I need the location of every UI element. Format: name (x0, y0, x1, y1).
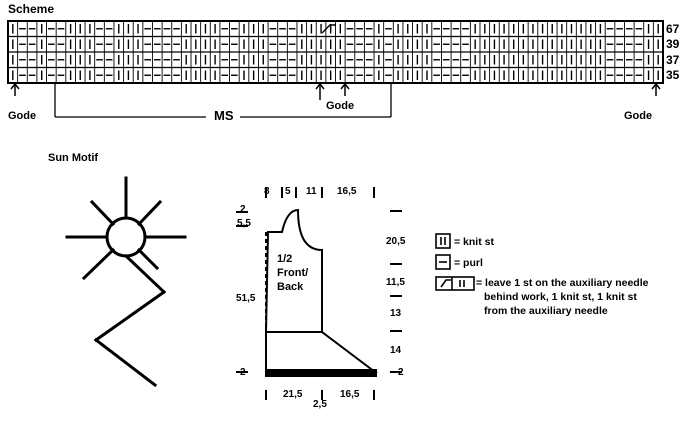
sun-motif-title: Sun Motif (48, 152, 99, 164)
measure-bottom-2: 2,5 (313, 399, 327, 410)
measure-right-5: 2 (398, 367, 404, 378)
piece-label-line1: 1/2 (277, 253, 293, 265)
measure-left-3: 51,5 (236, 293, 256, 304)
measure-left-2: 5,5 (237, 218, 251, 229)
row-number-37: 37 (666, 53, 680, 67)
measure-left-1: 2 (240, 204, 246, 215)
gode-label-mid: Gode (326, 100, 355, 112)
legend-cable-text-1: = leave 1 st on the auxiliary needle (476, 277, 649, 289)
measure-right-2: 11,5 (386, 277, 405, 288)
legend-cable-text-2: behind work, 1 knit st, 1 knit st (484, 291, 637, 303)
piece-label-line2: Front/ (277, 267, 309, 279)
measure-right-3: 13 (390, 308, 402, 319)
row-number-35: 35 (666, 68, 680, 82)
cable-symbol-icon (435, 276, 475, 291)
measure-bottom-3: 16,5 (340, 389, 360, 400)
measure-right-1: 20,5 (386, 236, 406, 247)
scheme-title: Scheme (8, 2, 55, 16)
measure-bottom-1: 21,5 (283, 389, 303, 400)
row-number-39: 39 (666, 37, 680, 51)
measure-top-1: 8 (264, 186, 270, 197)
ms-label: MS (214, 108, 234, 123)
measure-left-4: 2 (240, 367, 246, 378)
knit-symbol-icon (435, 233, 451, 249)
legend-purl-text: = purl (454, 257, 483, 269)
legend-cable-text-3: from the auxiliary needle (484, 305, 608, 317)
row-number-67: 67 (666, 22, 680, 36)
gode-label-left: Gode (8, 110, 37, 122)
measure-right-4: 14 (390, 345, 402, 356)
gode-label-right: Gode (624, 110, 653, 122)
measure-top-2: 5 (285, 186, 291, 197)
piece-label-line3: Back (277, 281, 304, 293)
measure-top-4: 16,5 (337, 186, 357, 197)
measure-top-3: 11 (306, 186, 317, 197)
purl-symbol-icon (435, 254, 451, 270)
legend-knit-text: = knit st (454, 236, 494, 248)
